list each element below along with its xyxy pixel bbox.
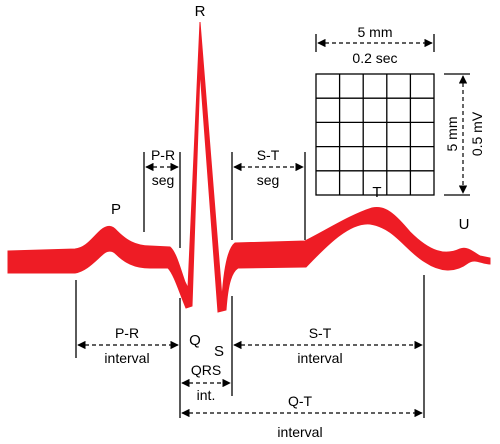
u-wave-label: U [459,216,470,233]
r-wave-label: R [195,3,206,20]
qrs-interval-label-bottom: int. [197,387,216,403]
pr-seg-label-top: P-R [151,147,175,163]
grid-height-mm-label: 5 mm [444,117,460,152]
qt-interval-label-bottom: interval [277,424,322,440]
grid-height-voltage-label: 0.5 mV [469,111,485,156]
qrs-interval-label-top: QRS [191,362,221,378]
st-seg-label-top: S-T [257,147,280,163]
p-wave-label: P [111,201,121,218]
measurement-arrows [77,38,468,418]
pr-seg-label-bottom: seg [152,172,175,188]
grid-width-mm-label: 5 mm [358,24,393,40]
scale-grid [315,73,435,196]
grid-width-time-label: 0.2 sec [352,50,397,66]
qt-interval-label-top: Q-T [288,393,313,409]
guide-lines [75,34,470,418]
ecg-trace [7,21,491,313]
pr-interval-label-bottom: interval [104,350,149,366]
st-interval-label-top: S-T [309,325,332,341]
s-wave-label: S [214,343,224,360]
st-seg-label-bottom: seg [257,172,280,188]
st-interval-label-bottom: interval [297,350,342,366]
t-wave-label: T [372,184,381,201]
pr-interval-label-top: P-R [115,325,139,341]
q-wave-label: Q [189,332,201,349]
